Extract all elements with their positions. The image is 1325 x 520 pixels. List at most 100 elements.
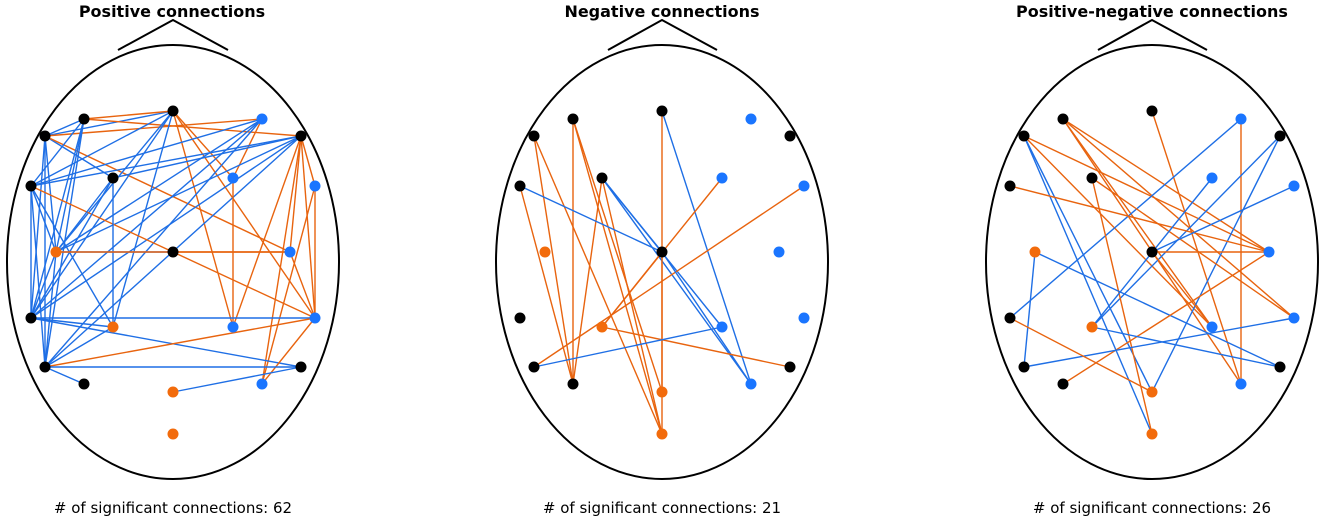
- electrode-node: [256, 378, 268, 390]
- connection-edge: [1151, 185, 1295, 253]
- electrode-node: [528, 361, 540, 373]
- electrode-node: [1018, 361, 1030, 373]
- connection-edge: [1062, 118, 1213, 328]
- electrode-node: [656, 386, 668, 398]
- electrode-node: [1146, 386, 1158, 398]
- connection-edge: [1009, 118, 1242, 319]
- electrode-node: [539, 246, 551, 258]
- connection-edge: [172, 110, 316, 319]
- connection-edge: [44, 326, 114, 368]
- electrode-node: [798, 180, 810, 192]
- connection-edge: [30, 110, 174, 187]
- electrode-node: [256, 113, 268, 125]
- panel-positive-negative-connections: Positive-negative connections # of signi…: [985, 2, 1319, 517]
- connection-edge: [1062, 251, 1270, 385]
- head-outline: [6, 44, 340, 480]
- electrode-node: [745, 113, 757, 125]
- connection-edge: [44, 118, 85, 137]
- electrode-node: [1086, 321, 1098, 333]
- connection-edge: [30, 135, 302, 319]
- connection-edge: [172, 110, 234, 328]
- connection-edge: [30, 118, 85, 187]
- electrode-node: [167, 105, 179, 117]
- connection-edge: [55, 177, 114, 253]
- connection-edge: [55, 118, 85, 253]
- electrode-node: [1263, 246, 1275, 258]
- connection-edge: [533, 326, 723, 368]
- electrode-node: [295, 130, 307, 142]
- electrode-node: [1274, 130, 1286, 142]
- connection-edge: [289, 251, 316, 319]
- electrode-node: [784, 130, 796, 142]
- head-nose: [1097, 18, 1208, 51]
- connection-count: # of significant connections: 26: [1033, 499, 1271, 517]
- electrode-node: [39, 130, 51, 142]
- electrode-node: [745, 378, 757, 390]
- electrode-node: [1288, 312, 1300, 324]
- head-nose: [117, 18, 229, 51]
- electrode-node: [798, 312, 810, 324]
- electrode-node: [1018, 130, 1030, 142]
- electrode-node: [514, 180, 526, 192]
- connection-edge: [300, 135, 316, 187]
- connection-edge: [44, 251, 57, 368]
- electrode-node: [1206, 321, 1218, 333]
- electrode-node: [284, 246, 296, 258]
- connection-edge: [44, 135, 114, 179]
- edge-layer: [519, 110, 805, 435]
- connection-count: # of significant connections: 62: [54, 499, 292, 517]
- electrode-node: [716, 321, 728, 333]
- connection-edge: [261, 317, 316, 385]
- node-layer: [514, 105, 810, 440]
- edge-layer: [30, 110, 316, 393]
- connection-edge: [232, 135, 302, 328]
- electrode-node: [1274, 361, 1286, 373]
- connection-edge: [1151, 251, 1213, 328]
- connection-edge: [55, 135, 302, 253]
- electrode-node: [567, 113, 579, 125]
- connection-edge: [1151, 110, 1242, 385]
- connection-edge: [1034, 251, 1281, 368]
- electrode-node: [295, 361, 307, 373]
- electrode-node: [227, 172, 239, 184]
- panel-positive-connections: Positive connections # of significant co…: [6, 2, 340, 517]
- electrode-node: [567, 378, 579, 390]
- connection-edge: [533, 135, 574, 385]
- connection-edge: [44, 317, 316, 368]
- node-layer: [1004, 105, 1300, 440]
- connection-count: # of significant connections: 21: [543, 499, 781, 517]
- connection-edge: [30, 185, 57, 253]
- connection-edge: [44, 135, 291, 253]
- connection-edge: [1009, 185, 1270, 253]
- connection-edge: [44, 366, 85, 385]
- connection-edge: [55, 118, 263, 253]
- connection-edge: [172, 110, 234, 179]
- edge-layer: [1009, 110, 1295, 435]
- electrode-node: [227, 321, 239, 333]
- connection-edge: [30, 251, 57, 319]
- electrode-node: [1235, 113, 1247, 125]
- connection-edge: [44, 110, 174, 137]
- panel-title: Negative connections: [564, 2, 759, 21]
- connection-edge: [1023, 135, 1213, 328]
- connection-edge: [601, 251, 663, 328]
- electrode-node: [78, 113, 90, 125]
- electrode-node: [107, 172, 119, 184]
- electrode-node: [1146, 246, 1158, 258]
- connection-edge: [601, 177, 663, 435]
- electrode-node: [1288, 180, 1300, 192]
- electrode-node: [167, 246, 179, 258]
- connection-edge: [1091, 326, 1281, 368]
- connection-edge: [533, 135, 663, 435]
- connection-edge: [30, 135, 46, 319]
- electrode-node: [514, 312, 526, 324]
- connection-edge: [30, 317, 114, 328]
- connection-edge: [30, 110, 174, 319]
- electrode-node: [309, 180, 321, 192]
- connection-edge: [30, 118, 263, 187]
- connection-edge: [1023, 135, 1270, 253]
- connection-edge: [533, 185, 805, 368]
- connection-edge: [572, 118, 663, 435]
- connection-edge: [519, 185, 663, 253]
